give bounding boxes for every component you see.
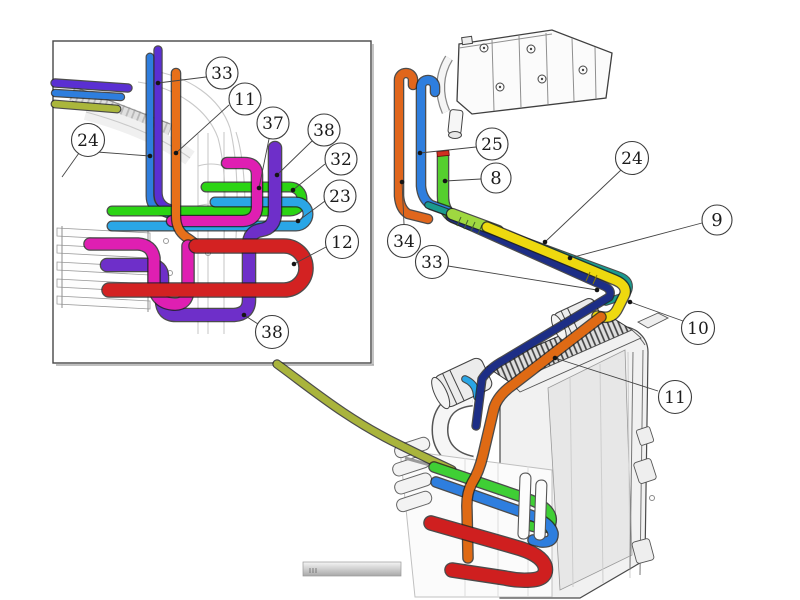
callout-32-inset-label: 32 bbox=[330, 150, 352, 170]
callout-9: 9 bbox=[701, 204, 733, 236]
callout-38-top-inset: 38 bbox=[307, 113, 341, 147]
callout-25-label: 25 bbox=[481, 135, 503, 155]
callout-33: 33 bbox=[414, 244, 450, 280]
callout-23-inset-label: 23 bbox=[329, 187, 351, 207]
sleeve-hatch bbox=[456, 216, 483, 235]
hose-8-red-tip bbox=[436, 149, 450, 158]
watermark-bar bbox=[302, 561, 402, 577]
callout-37-inset: 37 bbox=[256, 106, 290, 140]
main-hoses bbox=[277, 73, 629, 580]
callout-33-inset: 33 bbox=[205, 56, 239, 90]
callout-10-label: 10 bbox=[687, 319, 709, 339]
radiator-core bbox=[547, 349, 633, 591]
inset-callouts: 33 11 24 37 38 32 23 12 38 bbox=[70, 56, 360, 350]
callout-33-label: 33 bbox=[421, 253, 443, 273]
callout-34: 34 bbox=[386, 223, 422, 259]
main-view: 25 8 24 9 34 33 10 11 bbox=[277, 29, 733, 599]
tank-cap bbox=[461, 35, 474, 46]
hose-blue-stub bbox=[55, 93, 121, 97]
main-leaders bbox=[399, 146, 703, 392]
main-callouts: 25 8 24 9 34 33 10 11 bbox=[386, 127, 733, 415]
callout-12-inset: 12 bbox=[324, 224, 360, 260]
callout-24-inset: 24 bbox=[70, 122, 106, 158]
callout-11: 11 bbox=[657, 379, 693, 415]
callout-32-inset: 32 bbox=[324, 142, 358, 176]
tank-neck bbox=[447, 109, 464, 135]
callout-24-label: 24 bbox=[621, 149, 643, 169]
callout-11-label: 11 bbox=[664, 388, 686, 408]
hose-violet-stub bbox=[55, 83, 128, 88]
callout-38-bottom-inset: 38 bbox=[254, 314, 290, 350]
callout-25: 25 bbox=[475, 127, 509, 161]
hose-olive bbox=[277, 364, 452, 470]
radiator-top-frame bbox=[510, 329, 642, 393]
callout-33-inset-label: 33 bbox=[211, 64, 233, 84]
engine-standpipes bbox=[517, 472, 548, 541]
radiator-side-tabs bbox=[631, 312, 670, 564]
tank-bolts bbox=[479, 43, 588, 92]
callout-24: 24 bbox=[614, 140, 650, 176]
callout-23-inset: 23 bbox=[323, 179, 357, 213]
inset-leaders bbox=[61, 76, 327, 325]
yellow-hatch bbox=[585, 271, 598, 285]
expansion-tank bbox=[436, 29, 613, 139]
callout-9-label: 9 bbox=[711, 210, 722, 231]
callout-11-inset-label: 11 bbox=[234, 90, 256, 110]
callout-12-inset-label: 12 bbox=[331, 233, 353, 253]
callout-24-inset-label: 24 bbox=[77, 131, 99, 151]
callout-37-inset-label: 37 bbox=[262, 114, 284, 134]
bolt-hole bbox=[163, 238, 169, 244]
callout-38-bottom-inset-label: 38 bbox=[261, 323, 283, 343]
callout-38-top-inset-label: 38 bbox=[313, 121, 335, 141]
inset-panel: 33 11 24 37 38 32 23 12 38 bbox=[53, 40, 374, 366]
callout-8-label: 8 bbox=[490, 168, 501, 189]
callout-34-label: 34 bbox=[393, 232, 415, 252]
callout-10: 10 bbox=[680, 310, 716, 346]
callout-11-inset: 11 bbox=[228, 82, 262, 116]
callout-8: 8 bbox=[480, 162, 512, 194]
